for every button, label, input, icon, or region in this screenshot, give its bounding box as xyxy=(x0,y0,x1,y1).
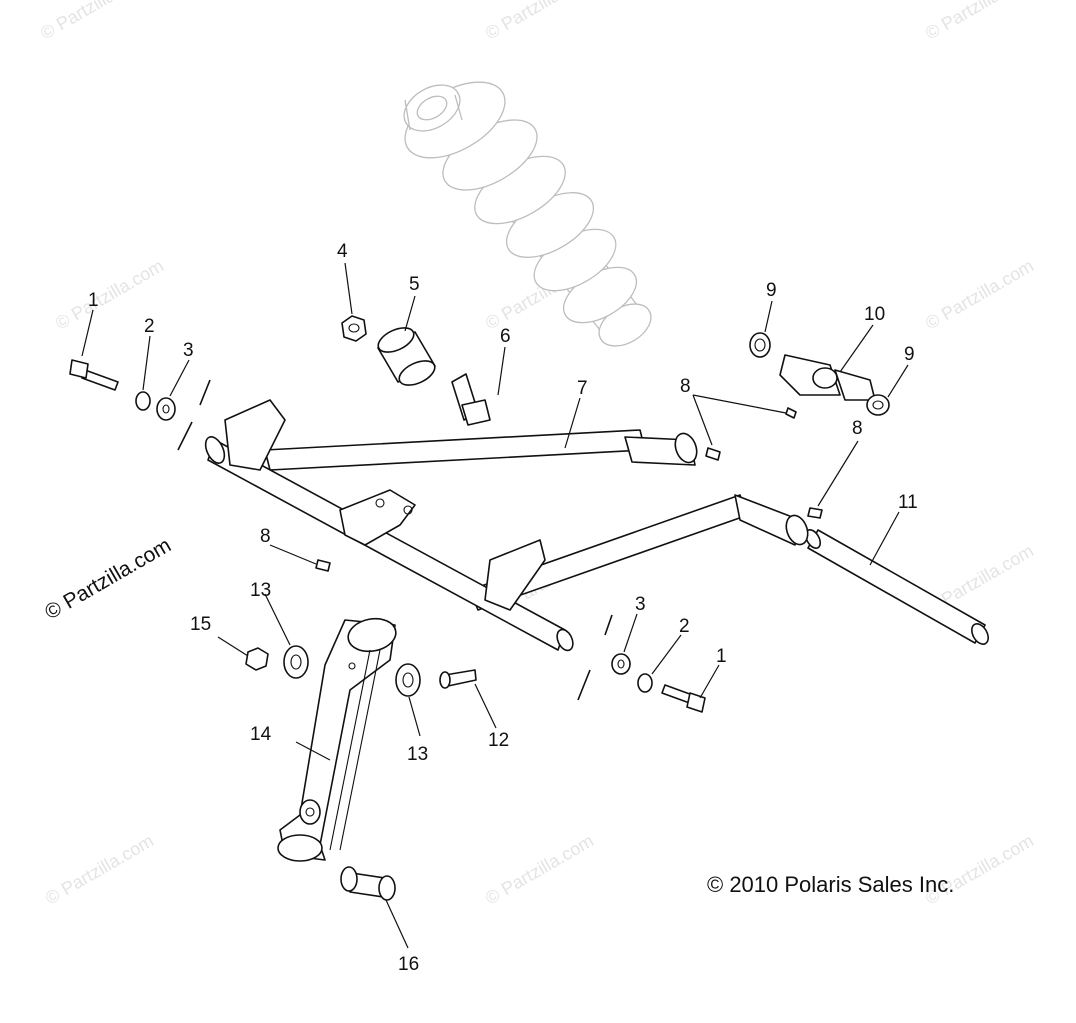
callout-8: 8 xyxy=(680,376,691,397)
watermark-text: © Partzilla.com xyxy=(922,255,1037,333)
callout-3: 3 xyxy=(635,594,646,615)
callout-5: 5 xyxy=(409,274,420,295)
watermark-text: © Partzilla.com xyxy=(37,0,152,43)
part-9-10-clamp xyxy=(749,332,890,416)
callout-3: 3 xyxy=(183,340,194,361)
callout-9: 9 xyxy=(766,280,777,301)
part-5-bushing xyxy=(377,327,436,386)
part-16-bushing xyxy=(340,866,396,901)
part-3-washer-left xyxy=(156,397,176,421)
axis-line-left xyxy=(177,379,211,451)
partzilla-copyright: © Partzilla.com xyxy=(41,534,175,625)
part-14-link xyxy=(277,617,397,862)
part-13-washer-left xyxy=(283,645,309,679)
part-11-tube xyxy=(804,529,989,645)
part-8-grease-fitting xyxy=(705,447,721,461)
callout-14: 14 xyxy=(250,724,272,745)
callout-labels: 1 2 3 4 5 6 7 8 8 8 9 9 10 11 12 13 13 1… xyxy=(88,241,918,975)
callout-4: 4 xyxy=(337,241,348,262)
axis-line-right xyxy=(577,614,613,701)
part-4-nut xyxy=(341,315,367,342)
part-13-washer-right xyxy=(395,663,421,697)
callout-6: 6 xyxy=(500,326,511,347)
part-8-grease-fitting xyxy=(785,407,797,419)
callout-10: 10 xyxy=(864,304,885,325)
callout-11: 11 xyxy=(898,492,918,513)
callout-1: 1 xyxy=(716,646,727,667)
callout-9: 9 xyxy=(904,344,915,365)
callout-13: 13 xyxy=(407,744,428,765)
part-1-bolt-left xyxy=(69,359,119,391)
part-2-washer-right xyxy=(637,673,653,693)
part-8-grease-fitting xyxy=(807,507,823,519)
callout-15: 15 xyxy=(190,614,211,635)
polaris-copyright: © 2010 Polaris Sales Inc. xyxy=(707,872,954,897)
part-6-bolt xyxy=(451,373,491,426)
callout-8: 8 xyxy=(260,526,271,547)
callout-1: 1 xyxy=(88,290,99,311)
watermark-text: © Partzilla.com xyxy=(42,830,157,908)
callout-7: 7 xyxy=(577,378,588,399)
part-8-grease-fitting xyxy=(315,559,331,572)
part-1-bolt-right xyxy=(661,684,706,713)
part-3-washer-right xyxy=(611,653,631,675)
callout-13: 13 xyxy=(250,580,271,601)
leader-lines xyxy=(81,262,909,949)
part-12-pin xyxy=(439,669,477,689)
callout-2: 2 xyxy=(144,316,155,337)
part-15-nut xyxy=(245,647,269,671)
shock-absorber-ghost xyxy=(403,81,652,347)
callout-16: 16 xyxy=(398,954,419,975)
watermark-text: © Partzilla.com xyxy=(482,830,597,908)
callout-8: 8 xyxy=(852,418,863,439)
callout-12: 12 xyxy=(488,730,509,751)
part-7-a-arm xyxy=(204,399,809,652)
watermark-text: © Partzilla.com xyxy=(482,0,597,43)
callout-2: 2 xyxy=(679,616,690,637)
part-2-washer-left xyxy=(135,391,151,411)
watermark-text: © Partzilla.com xyxy=(922,0,1037,43)
